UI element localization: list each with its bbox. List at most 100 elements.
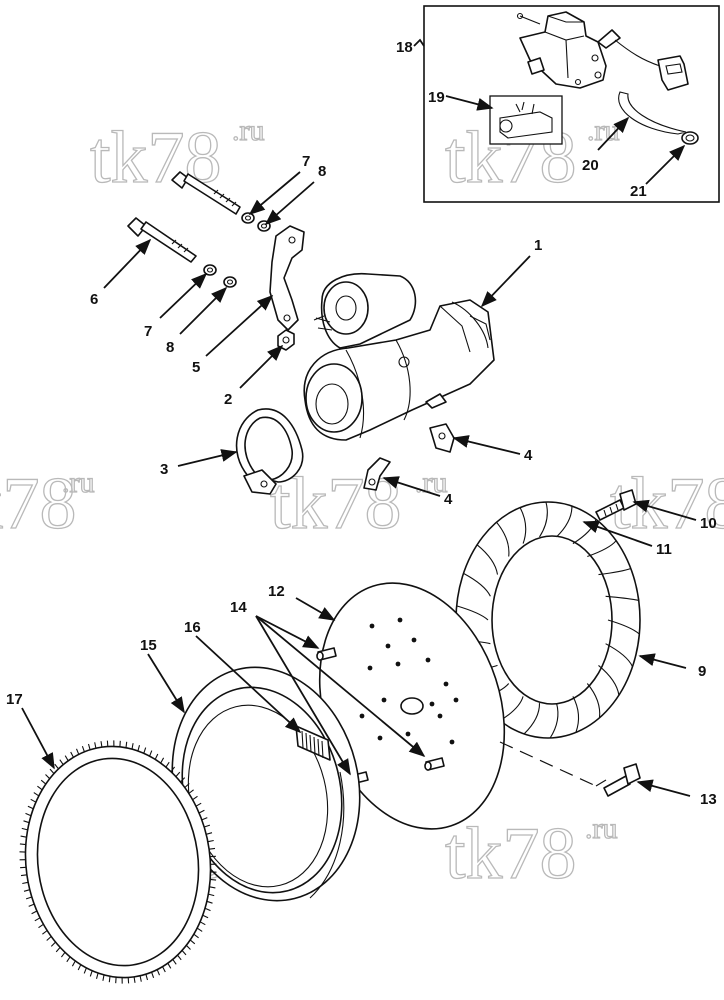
callout-7a: 7 bbox=[144, 323, 152, 340]
starter-motor-part bbox=[303, 272, 495, 441]
leader-1 bbox=[480, 255, 531, 308]
plate-hole bbox=[443, 681, 449, 687]
fan-blade bbox=[605, 643, 633, 667]
fan-blade bbox=[523, 703, 541, 735]
plate-hole bbox=[369, 623, 375, 629]
fan-blade bbox=[598, 664, 620, 696]
fan-blade bbox=[456, 605, 489, 621]
callout-3: 3 bbox=[160, 461, 168, 478]
ring-gear-part bbox=[19, 740, 217, 984]
fan-blade bbox=[539, 501, 548, 538]
plate-hole bbox=[397, 617, 403, 623]
callout-19: 19 bbox=[428, 89, 445, 106]
assembly-dashed-line bbox=[499, 741, 597, 787]
fan-blade bbox=[556, 506, 573, 538]
callout-20: 20 bbox=[582, 157, 599, 174]
fan-blade bbox=[519, 507, 527, 544]
solenoid-part bbox=[516, 11, 689, 91]
leader-14c bbox=[255, 615, 351, 776]
fan-blade bbox=[549, 702, 559, 739]
plate-hole bbox=[429, 701, 435, 707]
leader-14a bbox=[255, 615, 320, 649]
leader-5 bbox=[205, 294, 274, 357]
leader-15 bbox=[147, 653, 185, 714]
starter-thumbnail-part bbox=[489, 95, 563, 145]
fan-blade bbox=[572, 696, 580, 733]
fan-blade bbox=[496, 521, 510, 557]
leader-7a bbox=[159, 272, 208, 319]
callout-numbers: 1 2 3 4 4 5 6 7 7 8 8 9 10 11 12 13 14 1… bbox=[6, 39, 717, 808]
leader-4b bbox=[382, 476, 441, 497]
leader-2 bbox=[239, 344, 284, 389]
watermark-4: tk78 .ru bbox=[269, 462, 448, 545]
clip-part-lower bbox=[363, 457, 391, 491]
callout-4b: 4 bbox=[444, 491, 453, 508]
leader-7b bbox=[248, 171, 301, 216]
fan-blade bbox=[476, 544, 499, 575]
watermark-main: tk78 bbox=[0, 463, 77, 545]
leader-8b bbox=[264, 181, 315, 226]
callout-15: 15 bbox=[140, 637, 157, 654]
callout-1: 1 bbox=[534, 237, 542, 254]
dowel-pin-upper bbox=[316, 647, 337, 661]
leader-18 bbox=[413, 38, 425, 47]
inset-solenoid-kit bbox=[423, 5, 720, 203]
flat-washer-lower bbox=[223, 276, 237, 288]
leader-3 bbox=[177, 449, 238, 467]
fan-blade bbox=[586, 683, 601, 718]
callout-6: 6 bbox=[90, 291, 98, 308]
plate-hole bbox=[385, 643, 391, 649]
leader-19 bbox=[445, 95, 494, 111]
leader-16 bbox=[195, 635, 302, 734]
watermark-suffix: .ru bbox=[585, 812, 618, 845]
watermark-suffix: .ru bbox=[232, 114, 265, 147]
leader-13 bbox=[636, 779, 691, 797]
leader-21 bbox=[645, 144, 686, 185]
plate-hole bbox=[405, 731, 411, 737]
callout-17: 17 bbox=[6, 691, 23, 708]
callout-13: 13 bbox=[700, 791, 717, 808]
gear-teeth bbox=[19, 740, 217, 984]
watermark-3: tk78 .ru bbox=[0, 462, 95, 545]
plate-hole bbox=[381, 697, 387, 703]
callout-14: 14 bbox=[230, 599, 247, 616]
plate-holes bbox=[359, 617, 459, 745]
callout-leaders bbox=[21, 38, 697, 797]
fan-blade bbox=[598, 567, 631, 576]
starter-bracket-part bbox=[269, 225, 305, 331]
leader-14b bbox=[255, 615, 426, 758]
fan-blade bbox=[607, 619, 640, 635]
callout-8b: 8 bbox=[318, 163, 326, 180]
callout-9: 9 bbox=[698, 663, 706, 680]
leader-9 bbox=[638, 653, 687, 669]
plate-hole bbox=[395, 661, 401, 667]
callout-10: 10 bbox=[700, 515, 717, 532]
magnet-strip-part bbox=[295, 725, 331, 761]
fan-blade bbox=[587, 540, 617, 558]
callout-16: 16 bbox=[184, 619, 201, 636]
leader-10 bbox=[632, 499, 697, 521]
watermark-7: tk78 .ru bbox=[444, 811, 618, 895]
bolt-short-part bbox=[127, 217, 197, 263]
leader-17 bbox=[21, 707, 55, 770]
plate-hole bbox=[437, 713, 443, 719]
leader-4a bbox=[452, 435, 521, 455]
bolt-long-part bbox=[171, 171, 241, 215]
leader-12 bbox=[295, 597, 336, 621]
plate-hole bbox=[449, 739, 455, 745]
callout-12: 12 bbox=[268, 583, 285, 600]
fan-blade bbox=[463, 572, 491, 597]
clip-part-upper bbox=[429, 423, 455, 453]
leader-6 bbox=[103, 238, 152, 289]
callout-7b: 7 bbox=[302, 153, 310, 170]
plate-hole bbox=[425, 657, 431, 663]
inset-frame bbox=[423, 5, 720, 203]
fan-bolt-part bbox=[595, 489, 637, 521]
plate-hole bbox=[411, 637, 417, 643]
plate-hole bbox=[377, 735, 383, 741]
watermark-1: tk78 .ru bbox=[89, 113, 265, 199]
lock-washer-upper bbox=[241, 212, 255, 224]
callout-2: 2 bbox=[224, 391, 232, 408]
callout-18: 18 bbox=[396, 39, 413, 56]
plate-hole bbox=[359, 713, 365, 719]
